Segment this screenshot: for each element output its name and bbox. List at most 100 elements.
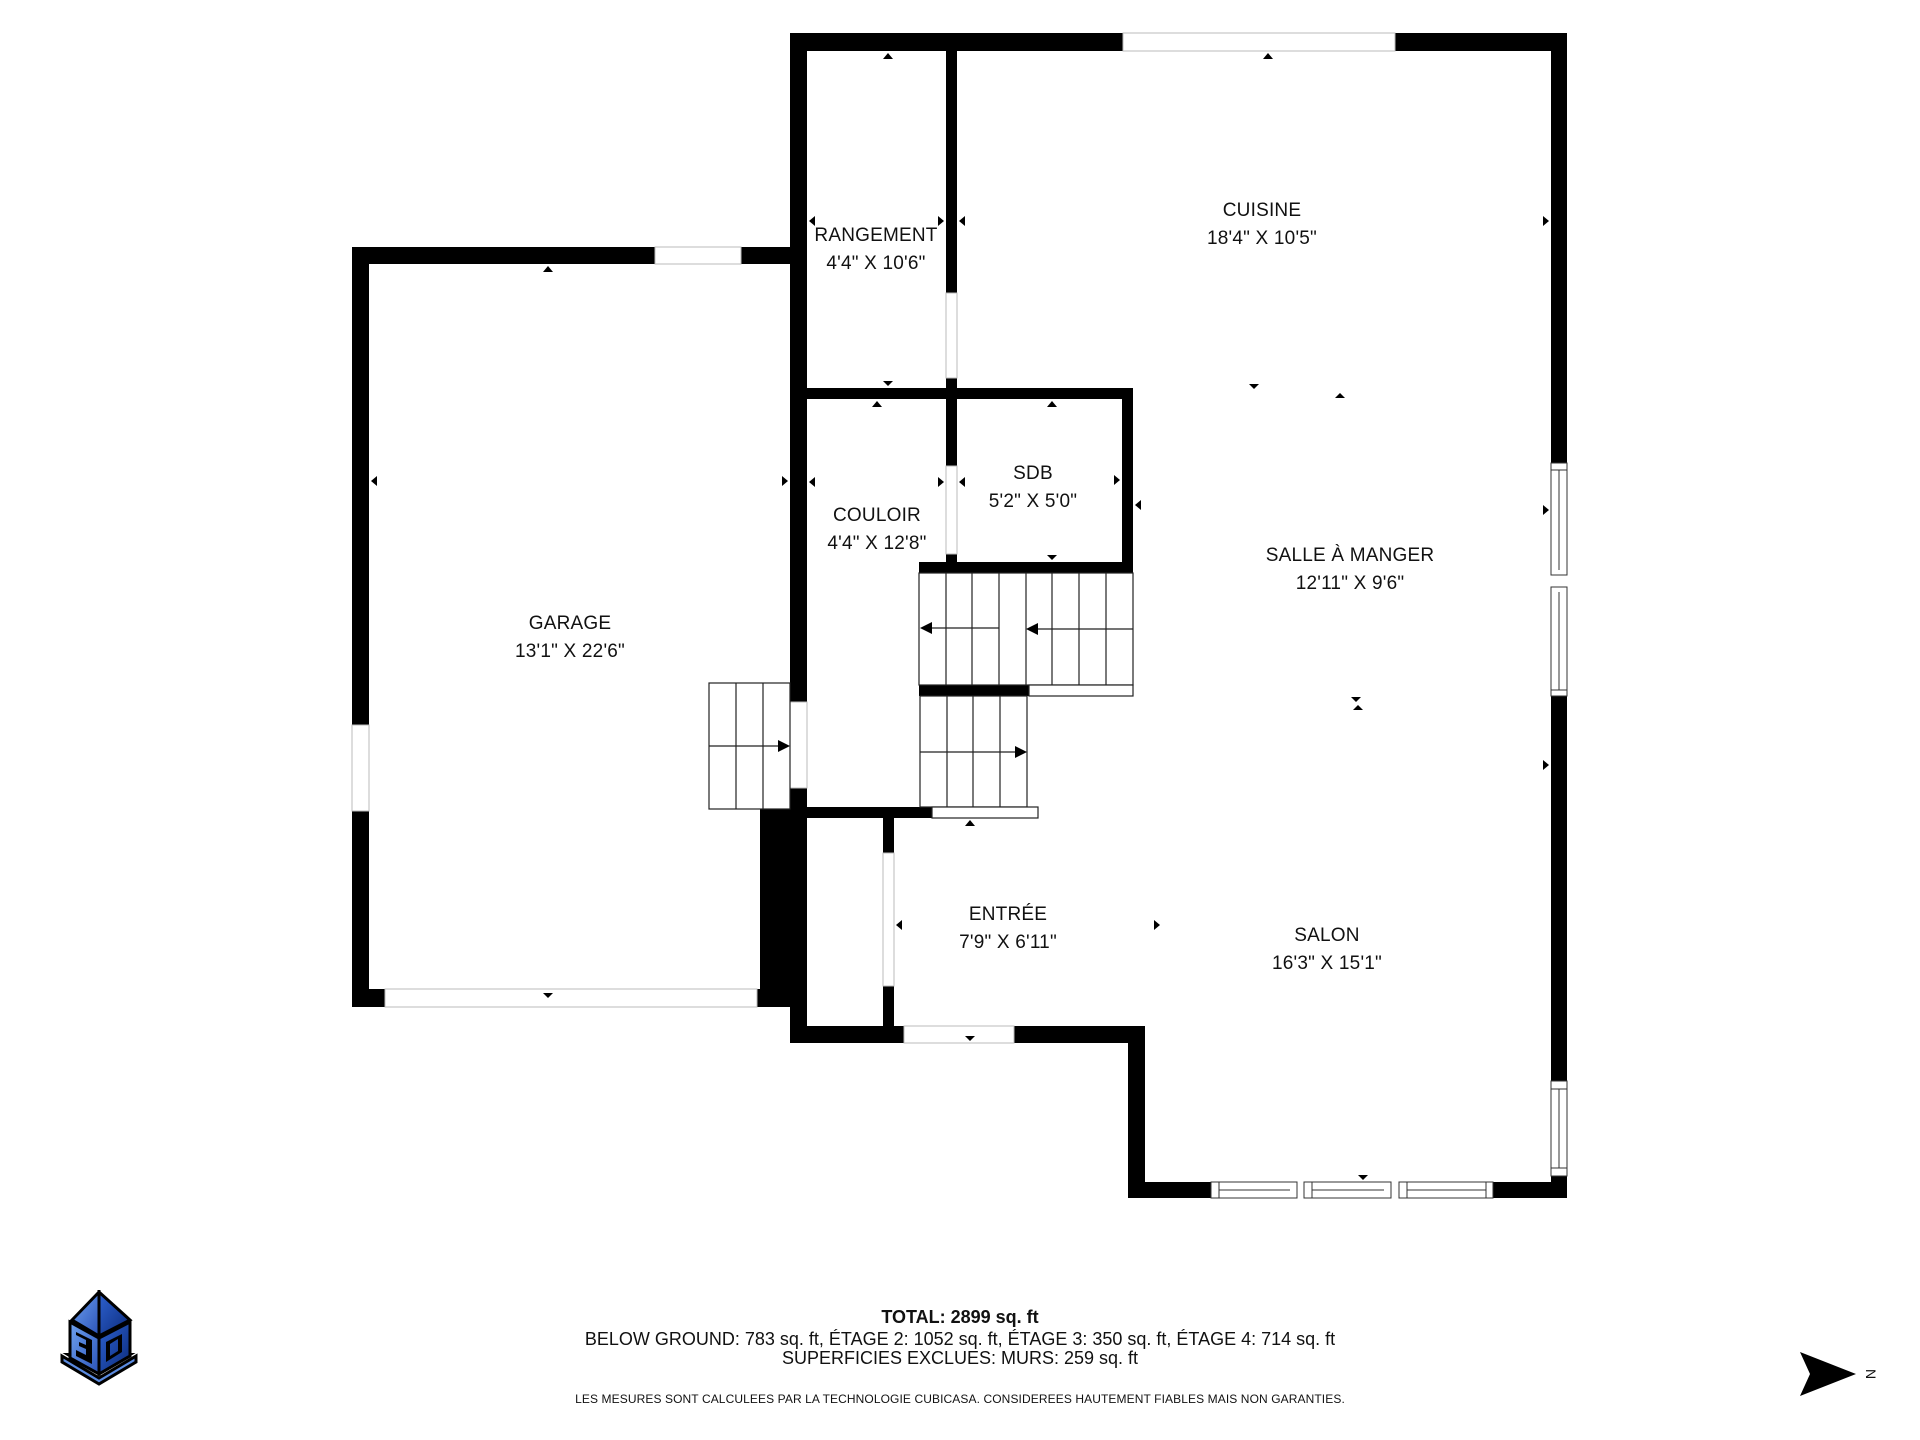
closet-partition-upper [883,818,894,853]
room-dims: 12'11" X 9'6" [1295,573,1405,594]
room-name: SALLE À MANGER [1265,545,1435,566]
stair-upper [918,572,1134,686]
marker-icon [938,477,944,487]
marker-icon [1543,505,1549,515]
room-name: SALON [1294,925,1360,946]
entry-bottom-wall-left [790,1026,904,1043]
marker-icon [1249,384,1259,389]
salon-bottom-wall-right [1493,1182,1567,1198]
marker-icon [1335,393,1345,398]
stair-lower [919,695,1028,808]
marker-icon [371,476,377,486]
marker-icon [1263,53,1273,59]
room-name: CUISINE [1222,200,1302,221]
north-label: N [1863,1368,1880,1380]
marker-icon [965,820,975,826]
couloir-garage-door-opening [789,701,808,789]
entry-door-opening [903,1025,1015,1044]
room-dims: 18'4" X 10'5" [1207,228,1317,249]
sdb-partition-upper [946,399,957,466]
dimension-markers [371,53,1549,1180]
stair-landing [1028,684,1134,697]
marker-icon [1047,401,1057,407]
sdb-partition-lower [946,554,957,562]
room-name: ENTRÉE [968,904,1048,925]
central-left-wall-lower [790,788,807,1043]
garage-wall-top-left [352,247,655,264]
room-label-sdb: SDB 5'2" X 5'0" [989,460,1077,516]
marker-icon [1543,760,1549,770]
right-wall-middle [1551,696,1567,1081]
room-dims: 7'9" X 6'11" [959,932,1057,953]
sdb-right-wall [1122,388,1133,573]
room-label-salle-a-manger: SALLE À MANGER 12'11" X 9'6" [1266,542,1435,598]
marker-icon [543,266,553,272]
salon-left-wall [1128,1026,1145,1198]
room-label-garage: GARAGE 13'1" X 22'6" [515,610,625,666]
stair-garage [708,682,791,810]
marker-icon [883,381,893,386]
marker-icon [1358,1175,1368,1180]
marker-icon [938,216,944,226]
marker-icon [959,477,965,487]
salon-bottom-wall-left [1128,1182,1211,1198]
marker-icon [1543,216,1549,226]
central-left-wall-upper [790,33,807,702]
total-area: TOTAL: 2899 sq. ft [881,1307,1039,1327]
marker-icon [543,993,553,998]
garage-wall-left-upper [352,247,369,725]
marker-icon [896,920,902,930]
right-wall-upper [1551,33,1567,463]
marker-icon [809,477,815,487]
excluded-area: SUPERFICIES EXCLUES: MURS: 259 sq. ft [781,1348,1139,1368]
openings [351,32,1396,1044]
rangement-partition-upper [946,33,957,293]
windows [1210,462,1568,1199]
marker-icon [1353,705,1363,710]
room-label-entree: ENTRÉE 7'9" X 6'11" [959,901,1057,957]
north-arrow-icon [1800,1352,1856,1396]
room-name: SDB [1013,463,1053,484]
marker-icon [1351,697,1361,702]
marker-icon [872,810,882,815]
garage-wall-left-lower [352,811,369,1007]
area-breakdown: BELOW GROUND: 783 sq. ft, ÉTAGE 2: 1052 … [584,1329,1336,1349]
stairs [708,572,1134,819]
top-wall-right [1395,33,1567,51]
marker-icon [809,216,815,226]
walls [352,33,1567,1198]
closet-door-opening [882,852,895,987]
entry-bottom-wall-right [1014,1026,1145,1043]
room-label-couloir: COULOIR 4'4" X 12'8" [827,502,926,558]
room-dims: 13'1" X 22'6" [515,641,625,662]
closet-partition-lower [883,986,894,1026]
marker-icon [1154,920,1160,930]
marker-icon [1047,555,1057,560]
marker-icon [872,401,882,407]
top-wall-opening [1122,32,1396,52]
stair-mid-wall [919,685,1029,696]
garage-door-opening [384,988,758,1008]
room-name: GARAGE [528,613,612,634]
disclaimer: LES MESURES SONT CALCULEES PAR LA TECHNO… [575,1392,1345,1406]
rangement-door-opening [945,292,958,379]
marker-icon [1135,500,1141,510]
room-name: RANGEMENT [814,225,938,246]
couloir-bottom-wall [760,807,932,818]
couloir-bottom-landing [931,806,1039,819]
sdb-bottom-wall [919,562,1133,573]
room-dims: 4'4" X 10'6" [826,253,926,274]
marker-icon [965,1036,975,1041]
room-label-rangement: RANGEMENT 4'4" X 10'6" [814,222,937,278]
marker-icon [1114,475,1120,485]
3d-cube-logo-icon [60,1290,138,1386]
sdb-door-opening [945,465,958,555]
marker-icon [883,53,893,59]
room-label-salon: SALON 16'3" X 15'1" [1272,922,1382,978]
marker-icon [959,216,965,226]
room-label-cuisine: CUISINE 18'4" X 10'5" [1207,197,1317,253]
floor-plan [351,32,1568,1199]
garage-wall-bottom-left [352,989,385,1007]
room-dims: 16'3" X 15'1" [1272,953,1382,974]
garage-top-opening [654,246,742,265]
